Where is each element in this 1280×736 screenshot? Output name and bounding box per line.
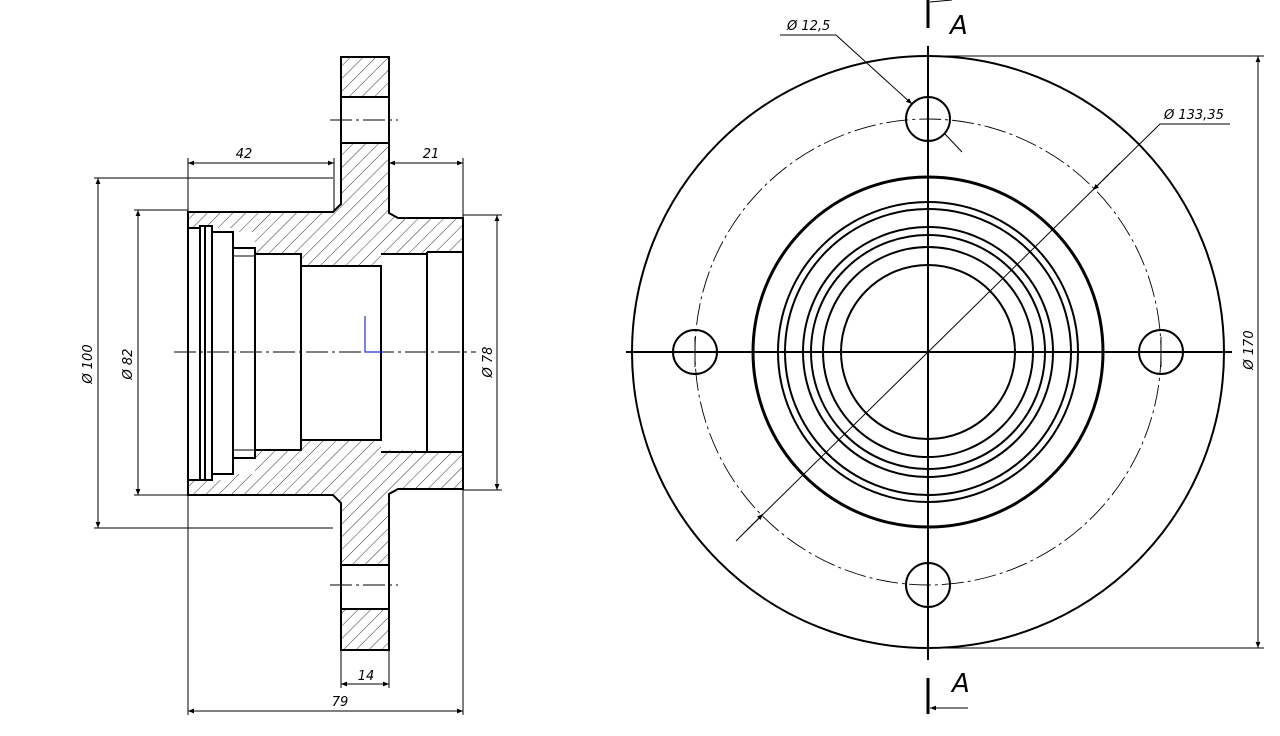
- dim-dia-12-5-label: Ø 12,5: [786, 19, 830, 34]
- dim-dia-100-label: Ø 100: [81, 344, 96, 384]
- dim-79-label: 79: [332, 695, 349, 710]
- dimension-lines: [95, 160, 500, 714]
- dim-42-label: 42: [236, 147, 253, 162]
- section-label-bottom: A: [950, 669, 970, 699]
- dim-dia-133-35-label: Ø 133,35: [1163, 108, 1224, 123]
- section-view: 42 21 14 79 Ø 100 Ø 82 Ø 78: [81, 56, 502, 715]
- section-hatch-top: [188, 57, 463, 266]
- dim-14-label: 14: [358, 669, 375, 684]
- section-hatch-bottom: [188, 440, 463, 650]
- front-view: A A Ø 12,5 Ø 133,35 Ø 170: [626, 0, 1264, 714]
- dim-dia-170: Ø 170: [928, 55, 1264, 649]
- section-marker-top: A: [926, 0, 968, 41]
- dim-dia-78-label: Ø 78: [481, 347, 496, 379]
- dim-dia-82-label: Ø 82: [121, 349, 136, 381]
- axis-marker: [364, 316, 383, 353]
- section-marker-bottom: A: [926, 669, 970, 714]
- dim-dia-133-35: Ø 133,35: [735, 108, 1230, 542]
- extension-lines: [94, 158, 502, 715]
- flange-outline: [187, 56, 464, 651]
- dim-dia-170-label: Ø 170: [1242, 330, 1257, 370]
- dim-21-label: 21: [423, 147, 440, 162]
- dim-dia-12-5: Ø 12,5: [780, 19, 963, 153]
- section-label-top: A: [948, 11, 968, 41]
